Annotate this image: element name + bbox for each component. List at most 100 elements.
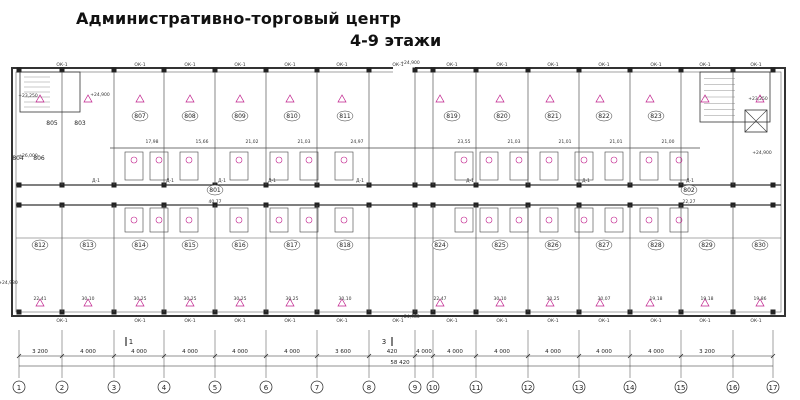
dimension-label: 4 000: [545, 349, 561, 355]
window-label-bottom: ОК-1: [134, 318, 145, 324]
window-label-bottom: ОК-1: [184, 318, 195, 324]
room-number-top: 823: [650, 113, 662, 120]
dimension-tick: [366, 353, 372, 359]
level-marker-icon: [83, 298, 93, 307]
room-tag-icon: [235, 156, 243, 164]
wc-block-upper: [604, 151, 624, 181]
markers: [35, 94, 765, 307]
wc-block-lower: [299, 207, 319, 233]
door-label: Д-1: [92, 178, 100, 184]
column: [525, 67, 531, 73]
room-area-top: 21,02: [246, 139, 259, 145]
room-number-top: 820: [496, 113, 508, 120]
axis-label: 7: [315, 384, 319, 392]
room-number-bubble: [336, 239, 354, 251]
room-area-top: 21,03: [298, 139, 311, 145]
room-number-bubble: [431, 239, 449, 251]
walls: [11, 66, 786, 317]
wc-block-upper: [669, 151, 689, 181]
room-tag-icon: [515, 216, 523, 224]
window-label-top: ОК-1: [750, 62, 761, 68]
dimension-label: 4 000: [284, 349, 300, 355]
axis-label: 9: [413, 384, 417, 392]
room-tag-icon: [485, 216, 493, 224]
axis-label: 12: [524, 384, 533, 392]
axis-label: 17: [769, 384, 778, 392]
room-number-bottom: 826: [547, 242, 559, 249]
wc-block-lower: [334, 207, 354, 233]
wc-block-upper: [179, 151, 199, 181]
wc-block-upper: [454, 151, 474, 181]
room-tag-icon: [185, 156, 193, 164]
door-label: Д-1: [166, 178, 174, 184]
axis-bubble: [766, 380, 780, 394]
column: [627, 67, 633, 73]
axis-label: 6: [264, 384, 269, 392]
room-tag-icon: [235, 216, 243, 224]
room-area-top: 21,01: [559, 139, 572, 145]
wc-block-upper: [149, 151, 169, 181]
window-label-bottom: ОК-1: [336, 318, 347, 324]
column: [16, 202, 22, 208]
wc-block-upper: [574, 151, 594, 181]
dimension-tick: [412, 353, 418, 359]
level-marker-icon: [645, 298, 655, 307]
room-number-bubble: [491, 239, 509, 251]
room-number-bottom: 814: [134, 242, 146, 249]
axis-label: 14: [626, 384, 635, 392]
axis-bubble: [259, 380, 273, 394]
wc-block-upper: [229, 151, 249, 181]
column: [16, 309, 22, 315]
wc-block-upper: [639, 151, 659, 181]
axis-bubble: [12, 380, 26, 394]
dimension-tick: [730, 353, 736, 359]
axis-bubble: [726, 380, 740, 394]
room-number-top: 811: [339, 113, 351, 120]
room-area-corridor: 22,27: [683, 199, 696, 205]
dimension-label: 4 000: [131, 349, 147, 355]
window-label-top: ОК-1: [184, 62, 195, 68]
door-label: Д-1: [268, 178, 276, 184]
window-label-bottom: ОК-1: [496, 318, 507, 324]
level-label: +23,250: [748, 96, 768, 102]
column: [430, 67, 436, 73]
room-tag-icon: [515, 156, 523, 164]
dimension-label: 4 000: [494, 349, 510, 355]
level-marker-icon: [545, 94, 555, 103]
dimension-label: 3 200: [699, 349, 715, 355]
wc-block-upper: [124, 151, 144, 181]
level-marker-icon: [83, 94, 93, 103]
room-area-bottom: 22,47: [434, 296, 447, 302]
level-marker-icon: [337, 94, 347, 103]
room-area-bottom: 30,25: [286, 296, 299, 302]
room-number-bubble: [647, 110, 665, 122]
plan-title: Административно-торговый центр: [76, 9, 402, 28]
room-number-bubble: [751, 239, 769, 251]
column: [366, 67, 372, 73]
wc-block-lower: [124, 207, 144, 233]
level-marker-icon: [700, 298, 710, 307]
door-label: Д-1: [218, 178, 226, 184]
wc-block-upper: [539, 151, 559, 181]
room-number-corridor: 802: [683, 187, 695, 194]
room-number-bubble: [544, 110, 562, 122]
window-label-top: ОК-1: [598, 62, 609, 68]
column: [212, 67, 218, 73]
wc-block-lower: [509, 207, 529, 233]
axis-bubble: [310, 380, 324, 394]
room-tag-icon: [645, 156, 653, 164]
window-label-bottom: ОК-1: [598, 318, 609, 324]
door-label: Д-1: [356, 178, 364, 184]
wc-block-lower: [539, 207, 559, 233]
dimension-label: 4 000: [648, 349, 664, 355]
dimension-tick: [111, 353, 117, 359]
axis-label: 11: [472, 384, 481, 392]
wc-block-upper: [269, 151, 289, 181]
wc-block-lower: [179, 207, 199, 233]
room-number-bubble: [647, 239, 665, 251]
dimension-tick: [576, 353, 582, 359]
room-tag-icon: [645, 216, 653, 224]
window-label-bottom: ОК-1: [446, 318, 457, 324]
dimension-tick: [770, 353, 776, 359]
room-tag-icon: [130, 216, 138, 224]
